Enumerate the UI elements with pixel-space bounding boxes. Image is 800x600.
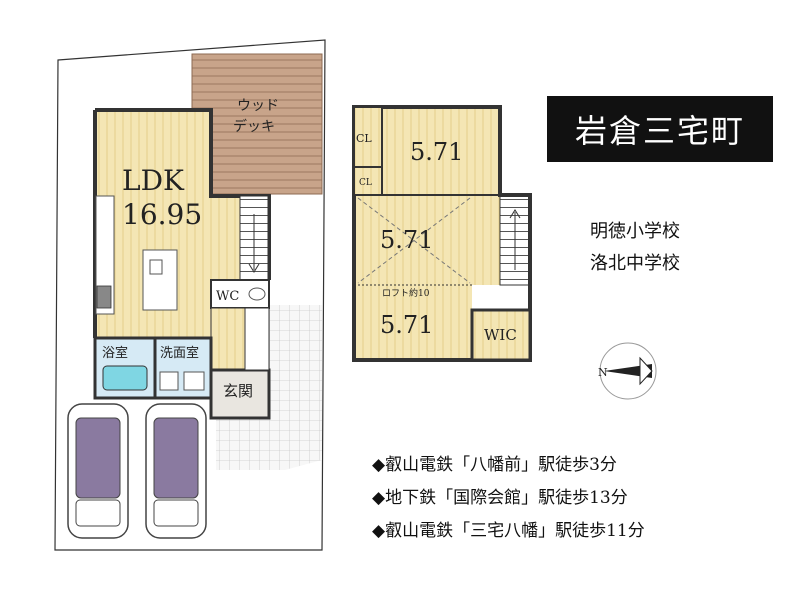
washbasin-icon	[159, 371, 179, 391]
ldk-label: LDK	[122, 164, 185, 197]
room-mid	[354, 195, 500, 285]
access-list: ◆叡山電鉄「八幡前」駅徒歩3分 ◆地下鉄「国際会館」駅徒歩13分 ◆叡山電鉄「三…	[372, 449, 645, 548]
bath-label: 浴室	[102, 345, 128, 361]
wc-label: WC	[216, 289, 239, 304]
kitchen-island	[142, 249, 178, 311]
kitchen-counter	[95, 195, 115, 315]
shoe-storage	[244, 307, 270, 371]
sink-icon	[149, 259, 163, 275]
school-elementary: 明徳小学校	[590, 221, 680, 242]
deck-label-1: ウッド	[237, 98, 279, 114]
car-right	[145, 403, 207, 539]
room-top-size: 5.71	[410, 138, 463, 166]
room-bottom-size: 5.71	[380, 311, 433, 339]
compass-icon: N	[598, 342, 657, 400]
compass-north-label: N	[598, 366, 608, 379]
loft-label: ロフト約10	[382, 287, 430, 299]
school-list: 明徳小学校 洛北中学校	[590, 216, 680, 280]
school-junior-high: 洛北中学校	[590, 253, 680, 274]
wic-room	[470, 308, 532, 362]
wood-deck	[191, 53, 323, 195]
closet-top	[353, 106, 383, 168]
closet-small-label: CL	[359, 178, 372, 188]
entrance-label: 玄関	[223, 382, 253, 400]
toilet-icon	[248, 287, 266, 301]
access-item: ◆叡山電鉄「三宅八幡」駅徒歩11分	[372, 521, 645, 541]
room-bottom	[354, 285, 472, 360]
hallway	[210, 307, 246, 371]
deck-label-2: デッキ	[233, 118, 275, 135]
stove-icon	[96, 285, 112, 309]
room-mid-size: 5.71	[380, 226, 433, 254]
closet-top-label: CL	[356, 132, 372, 145]
closet-small	[353, 166, 383, 196]
room-top	[382, 107, 500, 195]
bathtub-icon	[102, 365, 148, 391]
access-item: ◆叡山電鉄「八幡前」駅徒歩3分	[372, 455, 617, 475]
ldk-size: 16.95	[122, 198, 202, 231]
access-item: ◆地下鉄「国際会館」駅徒歩13分	[372, 488, 628, 508]
page-title: 岩倉三宅町	[547, 96, 773, 162]
wash-label: 洗面室	[160, 345, 199, 361]
car-left	[67, 403, 129, 539]
wic-label: WIC	[484, 326, 517, 344]
washer-icon	[183, 371, 205, 391]
